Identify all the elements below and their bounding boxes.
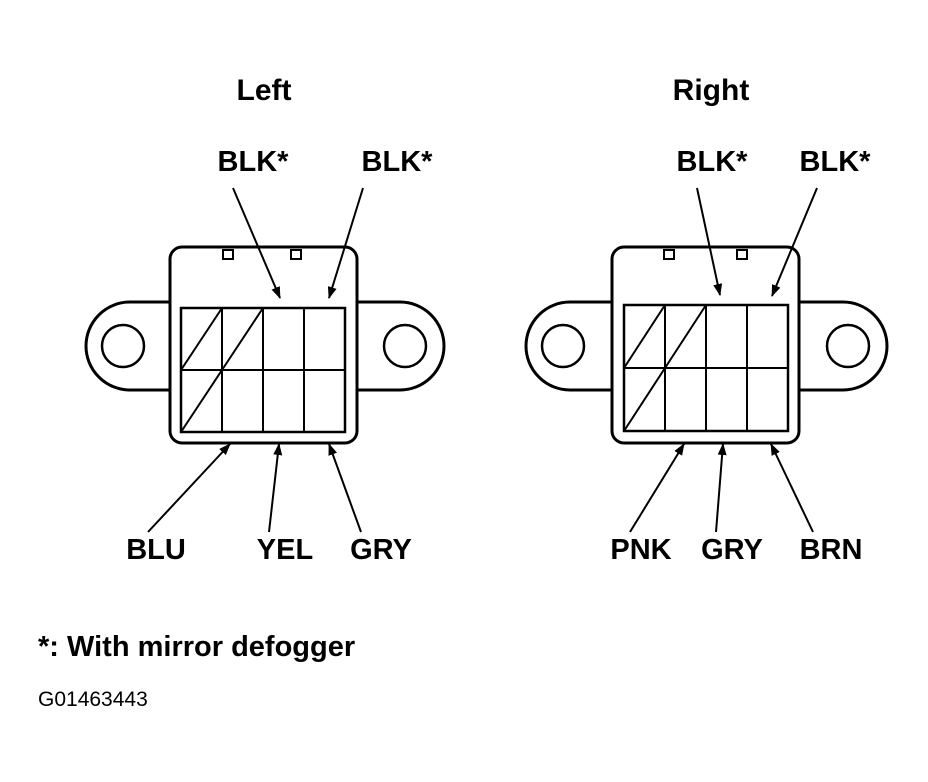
right-terminal-grid <box>622 303 790 433</box>
right-mounting-hole-right <box>825 323 871 369</box>
right-housing-tab <box>663 249 675 260</box>
right-mounting-hole-left <box>540 323 586 369</box>
left-wire-label-top-2: BLK* <box>362 146 434 178</box>
footnote: *: With mirror defogger <box>38 631 355 663</box>
right-mounting-ear-right <box>799 300 889 392</box>
left-connector-title: Left <box>237 74 292 107</box>
left-mounting-ear-left <box>84 300 170 392</box>
right-wire-label-top-2: BLK* <box>800 146 872 178</box>
left-wire-label-bottom-2: YEL <box>257 534 313 566</box>
left-mounting-ear-right <box>357 300 446 392</box>
right-connector-title: Right <box>673 74 750 107</box>
right-pointer-top-1 <box>696 187 723 296</box>
right-wire-label-bottom-1: PNK <box>610 534 671 566</box>
right-wire-label-bottom-3: BRN <box>800 534 863 566</box>
right-housing-tab <box>736 249 748 260</box>
left-empty-cavity <box>180 369 223 433</box>
right-empty-cavity <box>664 304 707 369</box>
left-mounting-hole-left <box>100 323 146 369</box>
left-mounting-hole-right <box>382 323 428 369</box>
right-connector: Right BLK* BLK* PNK GRY BRN <box>524 74 889 566</box>
left-housing-tab <box>222 249 234 260</box>
left-wire-label-top-1: BLK* <box>218 146 290 178</box>
right-mounting-ear-left <box>524 300 612 392</box>
left-housing-tab <box>290 249 302 260</box>
left-empty-cavity <box>221 307 264 371</box>
left-pointer-top-2 <box>327 187 364 299</box>
left-wire-label-bottom-3: GRY <box>350 534 412 566</box>
left-terminal-grid <box>179 306 347 434</box>
left-pointer-top-1 <box>232 187 281 299</box>
right-pointer-bottom-1 <box>629 443 685 533</box>
left-pointer-bottom-1 <box>147 443 231 533</box>
right-empty-cavity <box>623 304 666 369</box>
right-pointer-top-2 <box>771 187 818 297</box>
right-pointer-bottom-3 <box>770 443 814 533</box>
left-pointer-bottom-2 <box>268 443 283 533</box>
left-pointer-bottom-3 <box>328 443 362 533</box>
right-wire-label-top-1: BLK* <box>677 146 749 178</box>
left-empty-cavity <box>180 307 223 371</box>
right-wire-label-bottom-2: GRY <box>701 534 763 566</box>
left-wire-label-bottom-1: BLU <box>126 534 186 566</box>
left-connector: Left BLK* BLK* BLU YEL GRY <box>84 74 446 566</box>
right-pointer-bottom-2 <box>715 443 727 533</box>
right-empty-cavity <box>623 367 666 432</box>
figure-code: G01463443 <box>38 688 148 711</box>
